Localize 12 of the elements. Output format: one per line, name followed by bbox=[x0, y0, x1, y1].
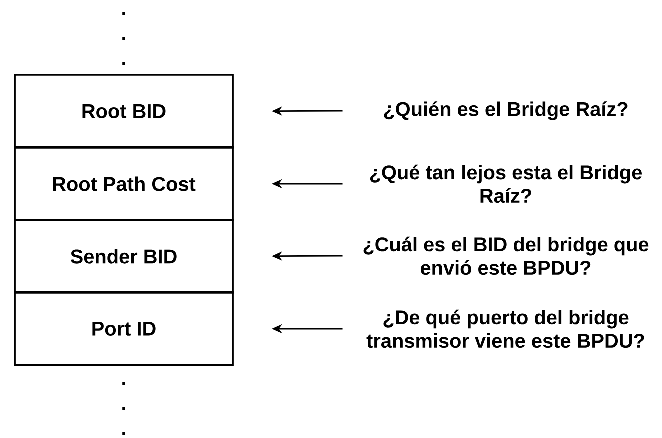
question-text: ¿De qué puerto del bridge transmisor viene este BPDU? bbox=[366, 310, 644, 348]
ellipsis-dot: . bbox=[122, 37, 126, 40]
question-text: ¿Quién es el Bridge Raíz? bbox=[384, 102, 628, 120]
ellipsis-dot: . bbox=[122, 12, 126, 15]
field-box: Root BID bbox=[14, 74, 234, 149]
question-text: ¿Cuál es el BID del bridge que envió este BPDU? bbox=[364, 236, 649, 276]
question-text: ¿Qué tan lejos esta el Bridge Raíz? bbox=[370, 164, 642, 204]
field-box: Sender BID bbox=[14, 219, 234, 294]
field-box: Root Path Cost bbox=[14, 146, 234, 222]
ellipsis-dot: . bbox=[122, 407, 126, 410]
field-box: Port ID bbox=[14, 292, 234, 366]
ellipsis-dot: . bbox=[122, 432, 126, 435]
